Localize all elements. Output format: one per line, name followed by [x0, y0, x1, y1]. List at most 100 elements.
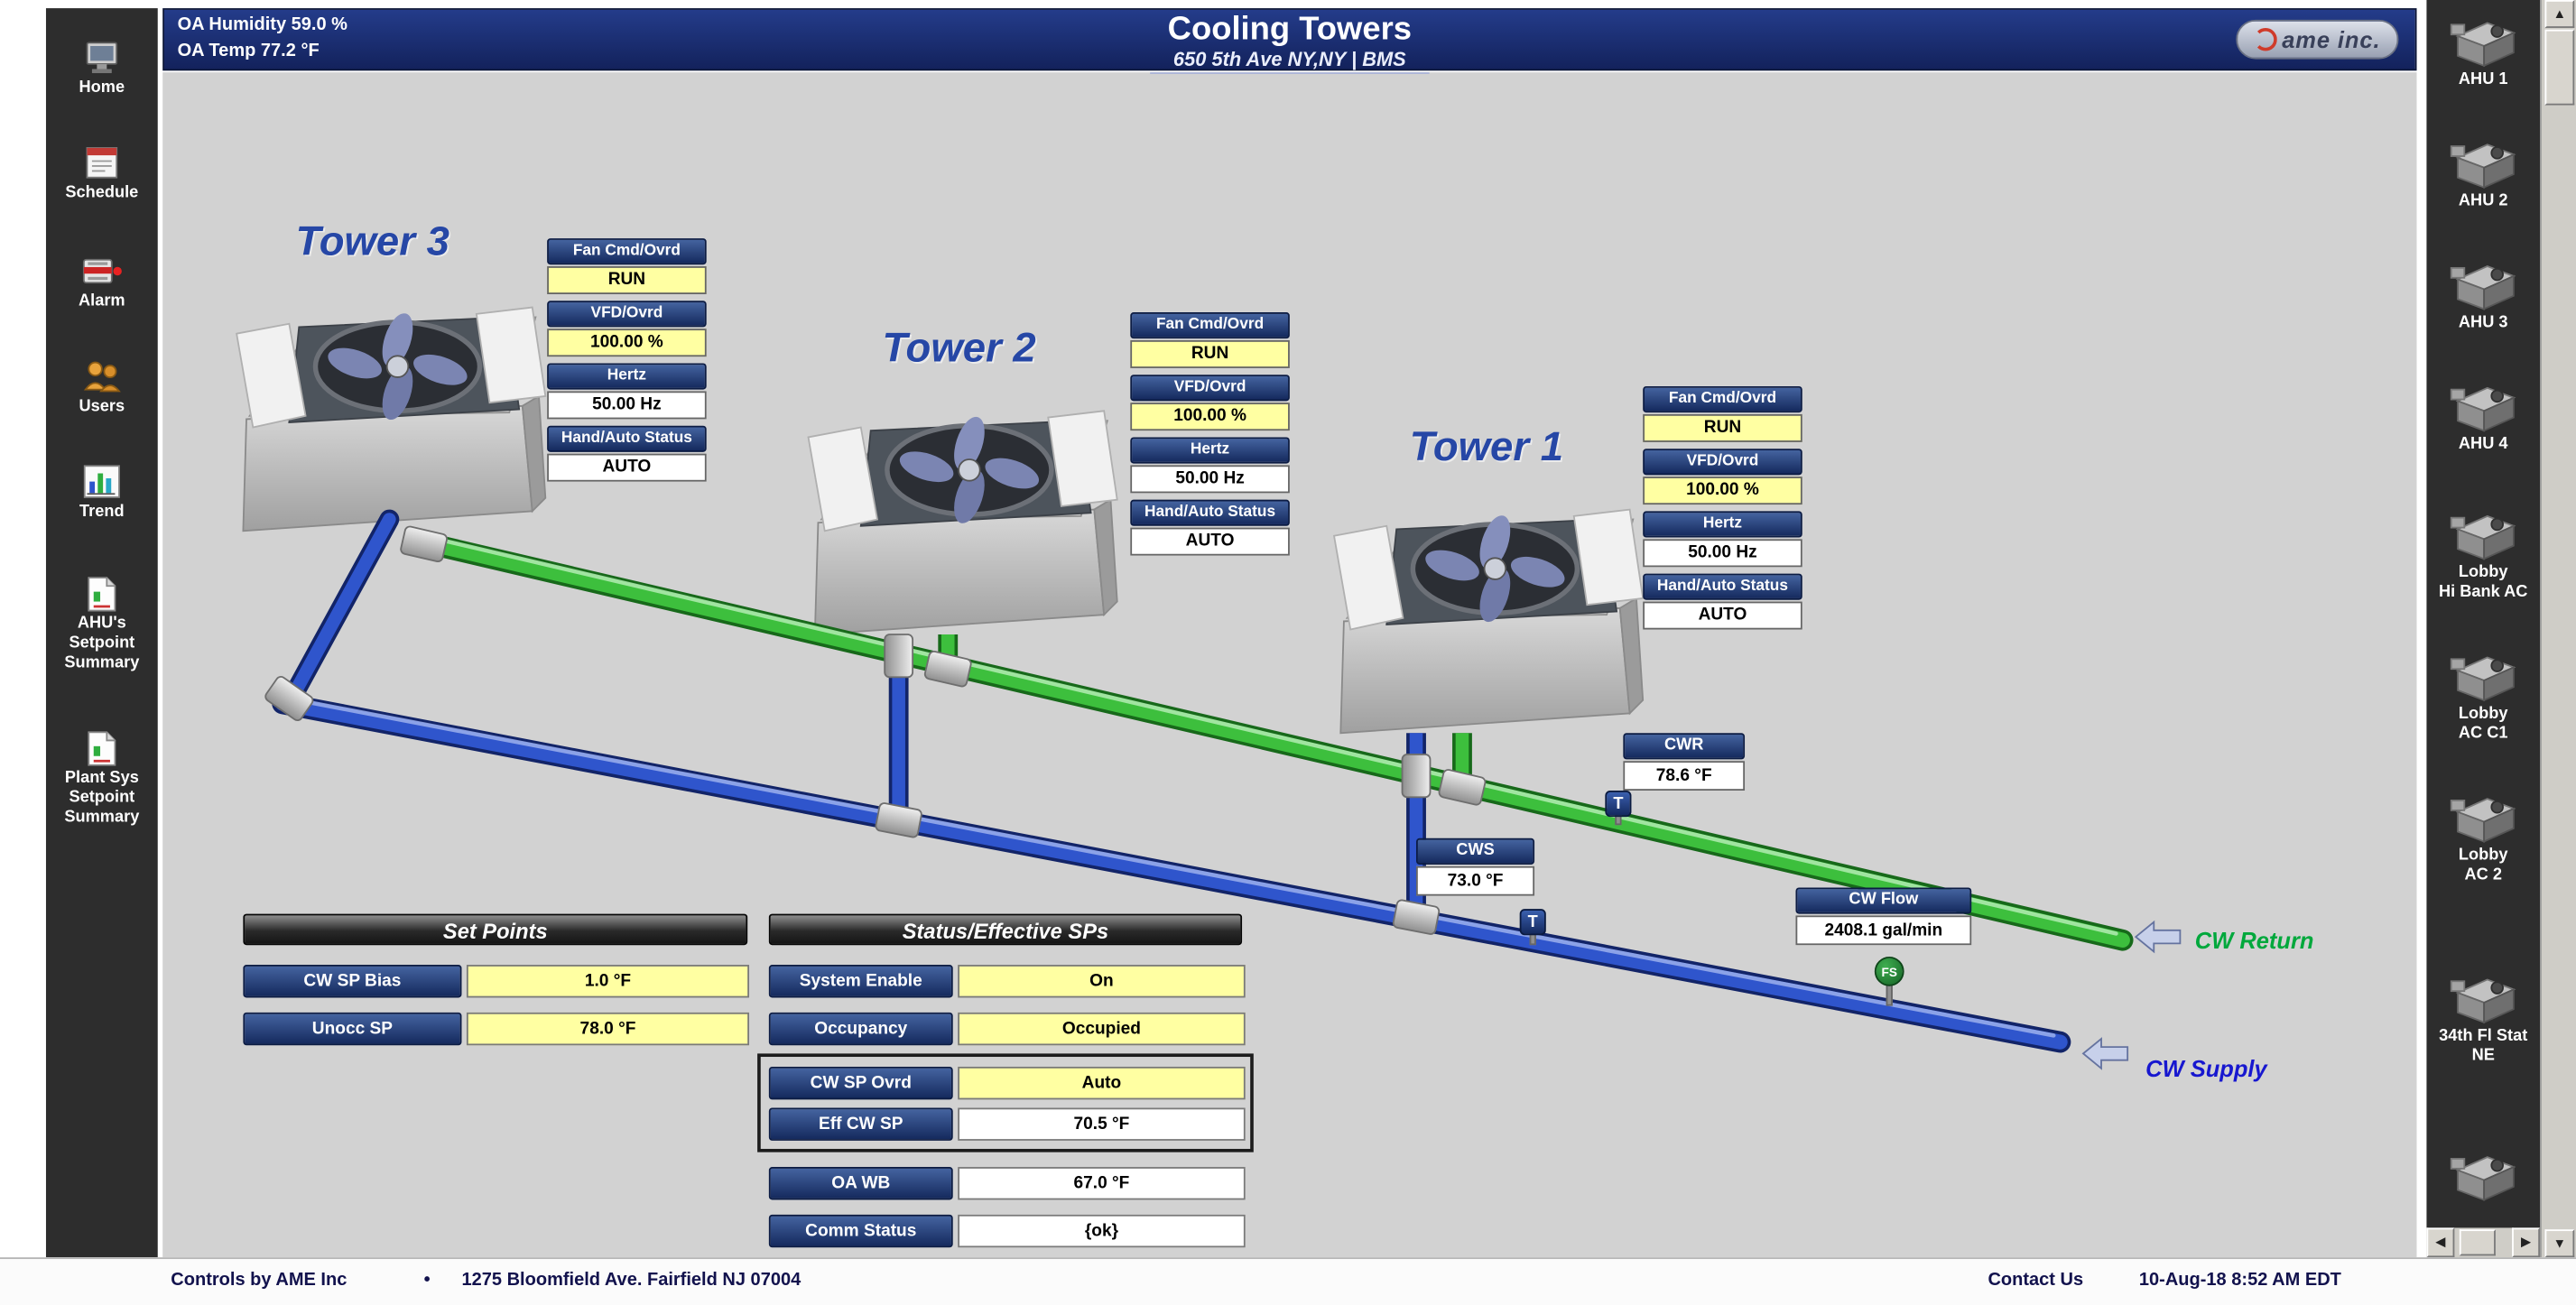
ahu-icon [2449, 143, 2516, 190]
row-label: Fan Cmd/Ovrd [547, 238, 707, 265]
tower3-graphic [230, 271, 551, 551]
hand-auto-value: AUTO [1643, 601, 1802, 630]
sidebar-item-alarm[interactable]: Alarm [46, 253, 158, 312]
sidebar-item-ahus-setpoint-summary[interactable]: AHU's Setpoint Summary [46, 575, 158, 673]
status-row: CW SP Ovrd Auto [768, 1066, 1246, 1100]
sidebar-item-ahu-2[interactable]: AHU 2 [2426, 132, 2540, 212]
flow-switch-icon: FS [1874, 956, 1904, 986]
cws-temp-sensor-icon: T [1519, 909, 1546, 936]
vfd-value[interactable]: 100.00 % [547, 329, 707, 357]
oa-wb-value: 67.0 °F [958, 1167, 1246, 1200]
hand-auto-value: AUTO [1130, 527, 1290, 556]
scroll-right-button[interactable]: ▶ [2512, 1227, 2541, 1258]
row-label: Fan Cmd/Ovrd [1643, 385, 1802, 413]
sidebar-item-partial[interactable] [2426, 1144, 2540, 1205]
row-label: VFD/Ovrd [1643, 449, 1802, 476]
hand-auto-value: AUTO [547, 453, 707, 482]
ahu-icon [2449, 656, 2516, 702]
tower3-io-panel: Fan Cmd/Ovrd RUN VFD/Ovrd 100.00 % Hertz… [547, 238, 707, 488]
sidebar-item-label: Setpoint [69, 634, 135, 653]
tower1-io-panel: Fan Cmd/Ovrd RUN VFD/Ovrd 100.00 % Hertz… [1643, 385, 1802, 636]
fan-hub [385, 355, 410, 378]
sidebar-item-label: Hi Bank AC [2439, 583, 2528, 602]
unocc-sp-label: Unocc SP [243, 1012, 462, 1046]
row-label: Hand/Auto Status [1643, 573, 1802, 600]
sidebar-item-lobby-hi-bank-ac[interactable]: Lobby Hi Bank AC [2426, 503, 2540, 603]
vertical-scroll-thumb[interactable] [2544, 29, 2575, 106]
sidebar-item-lobby-ac-c1[interactable]: Lobby AC C1 [2426, 644, 2540, 745]
cwr-sensor-panel: CWR 78.6 °F [1623, 733, 1746, 791]
fan-cmd-value[interactable]: RUN [1643, 413, 1802, 442]
cw-flow-value: 2408.1 gal/min [1795, 915, 1972, 946]
sidebar-item-home[interactable]: Home [46, 40, 158, 99]
fan-hub [958, 458, 981, 482]
footer-datetime: 10-Aug-18 8:52 AM EDT [2138, 1270, 2341, 1291]
vfd-value[interactable]: 100.00 % [1643, 477, 1802, 505]
sidebar-item-label: Home [79, 79, 125, 97]
sidebar-item-lobby-ac-2[interactable]: Lobby AC 2 [2426, 786, 2540, 886]
sidebar-item-label: Summary [64, 809, 140, 828]
cws-label: CWS [1416, 838, 1535, 865]
fan-cmd-value[interactable]: RUN [547, 266, 707, 294]
sidebar-item-ahu-1[interactable]: AHU 1 [2426, 10, 2540, 90]
sidebar-item-plant-sys-setpoint-summary[interactable]: Plant Sys Setpoint Summary [46, 730, 158, 828]
fan-cmd-value[interactable]: RUN [1130, 339, 1290, 368]
vfd-value[interactable]: 100.00 % [1130, 403, 1290, 431]
sidebar-item-label: NE [2471, 1047, 2495, 1066]
ahu-icon [2449, 22, 2516, 68]
tower1-graphic [1328, 474, 1648, 754]
system-enable-label: System Enable [768, 965, 953, 998]
cwr-label: CWR [1623, 733, 1746, 760]
cooling-tower-graphic [236, 306, 547, 532]
schedule-icon [86, 146, 118, 179]
page-subtitle: 650 5th Ave NY,NY | BMS [164, 47, 2415, 74]
ahu-icon [2449, 798, 2516, 843]
cw-sp-bias-value[interactable]: 1.0 °F [466, 965, 750, 998]
eff-cw-sp-value: 70.5 °F [958, 1107, 1246, 1141]
horizontal-scroll-thumb[interactable] [2459, 1229, 2496, 1256]
sidebar-item-ahu-4[interactable]: AHU 4 [2426, 375, 2540, 455]
sidebar-item-label: AC C1 [2458, 725, 2508, 744]
system-enable-value[interactable]: On [958, 965, 1246, 998]
cw-sp-bias-label: CW SP Bias [243, 965, 462, 998]
sidebar-item-label: Summary [64, 653, 140, 672]
tower2-io-panel: Fan Cmd/Ovrd RUN VFD/Ovrd 100.00 % Hertz… [1130, 312, 1290, 562]
footer-address: 1275 Bloomfield Ave. Fairfield NJ 07004 [461, 1270, 802, 1291]
sidebar-item-label: AHU 2 [2458, 192, 2508, 211]
sidebar-item-label: Alarm [79, 292, 125, 311]
scroll-up-button[interactable]: ▲ [2544, 0, 2575, 28]
row-label: Hand/Auto Status [1130, 499, 1290, 526]
sidebar-item-trend[interactable]: Trend [46, 464, 158, 523]
fan-hub [1483, 557, 1507, 580]
tower3-name: Tower 3 [295, 218, 449, 265]
vertical-scrollbar[interactable]: ▲ ▼ [2540, 0, 2576, 1258]
cw-sp-group-box [757, 1053, 1254, 1152]
cw-sp-ovrd-label: CW SP Ovrd [768, 1066, 953, 1100]
oa-temp-readout: OA Temp 77.2 °F [177, 41, 320, 61]
scroll-left-button[interactable]: ◀ [2426, 1227, 2455, 1258]
logo-text: ame inc. [2282, 26, 2381, 53]
left-sidebar [45, 8, 158, 1258]
sidebar-item-users[interactable]: Users [46, 358, 158, 418]
cw-supply-label: CW Supply [2145, 1055, 2267, 1082]
cwr-value: 78.6 °F [1623, 761, 1746, 791]
cw-sp-ovrd-value[interactable]: Auto [958, 1066, 1246, 1100]
sidebar-item-label: Lobby [2458, 705, 2508, 724]
occupancy-value[interactable]: Occupied [958, 1012, 1246, 1046]
scroll-down-button[interactable]: ▼ [2544, 1229, 2575, 1258]
ahu-icon [2449, 265, 2516, 310]
page-title: Cooling Towers [1167, 11, 1413, 48]
sidebar-item-ahu-3[interactable]: AHU 3 [2426, 253, 2540, 333]
horizontal-scrollbar[interactable]: ◀ ▶ [2426, 1227, 2541, 1258]
sidebar-item-34th-fl-stat-ne[interactable]: 34th Fl Stat NE [2426, 967, 2540, 1067]
contact-us-link[interactable]: Contact Us [1988, 1270, 2084, 1291]
unocc-sp-value[interactable]: 78.0 °F [466, 1012, 750, 1046]
eff-cw-sp-label: Eff CW SP [768, 1107, 953, 1141]
sidebar-item-label: Users [79, 397, 125, 416]
status-row: Eff CW SP 70.5 °F [768, 1107, 1246, 1141]
header: OA Humidity 59.0 % OA Temp 77.2 °F Cooli… [162, 8, 2417, 74]
sidebar-item-label: Plant Sys [64, 769, 139, 788]
sidebar-item-schedule[interactable]: Schedule [46, 144, 158, 204]
footer-bullet: • [423, 1270, 431, 1291]
